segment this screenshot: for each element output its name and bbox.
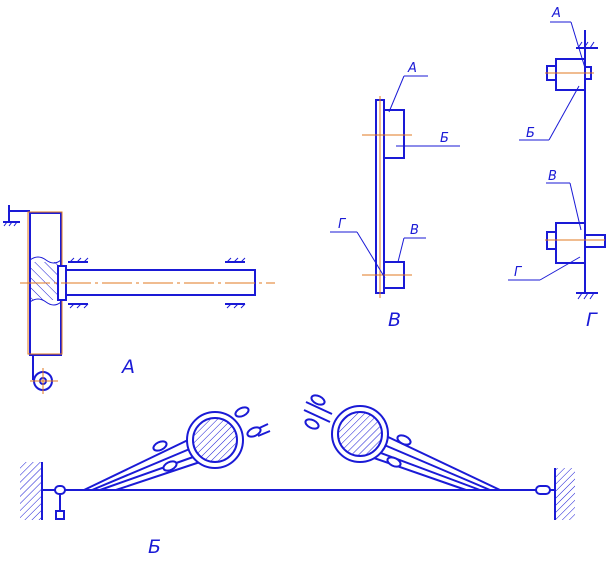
- view-v-label: В: [388, 309, 401, 331]
- view-a-label: А: [120, 356, 135, 378]
- view-b-point-g: Г: [338, 217, 347, 232]
- view-g-point-b: Б: [526, 126, 535, 141]
- view-g-label: Г: [586, 309, 598, 331]
- view-b-drawing: [362, 96, 412, 298]
- view-a-drawing: [3, 205, 275, 394]
- view-g-point-g: Г: [514, 265, 523, 280]
- view-b-label: Б: [148, 536, 161, 558]
- view-b-leaders: [330, 75, 460, 279]
- view-g-point-v: В: [548, 169, 557, 184]
- view-b-point-b: Б: [440, 131, 449, 146]
- view-g-drawing: [545, 30, 606, 300]
- view-g-point-a: А: [551, 6, 561, 21]
- view-b-bottom-drawing: [20, 394, 575, 520]
- view-g-leaders: [508, 21, 586, 281]
- view-b-point-v: В: [410, 223, 419, 238]
- view-b-point-a: А: [407, 61, 417, 76]
